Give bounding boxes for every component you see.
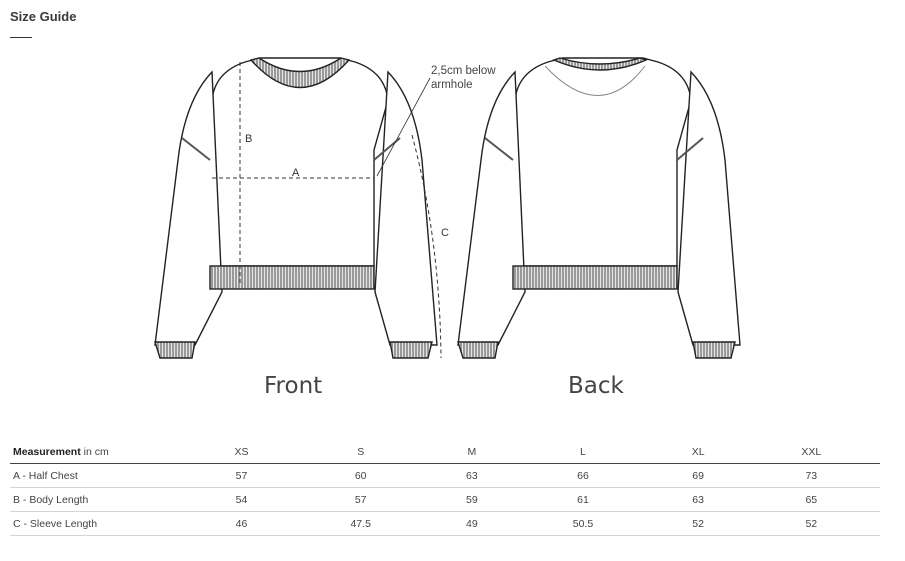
- table-row: C - Sleeve Length 46 47.5 49 50.5 52 52: [10, 511, 880, 536]
- cell: 57: [193, 463, 290, 488]
- sweatshirt-illustration: B A C: [154, 57, 741, 359]
- cell: 73: [742, 463, 880, 488]
- cell: 69: [653, 463, 743, 488]
- row-label: B - Body Length: [10, 487, 193, 512]
- cell: 61: [512, 487, 654, 512]
- svg-text:B: B: [245, 133, 252, 145]
- armhole-annotation: 2,5cm below armhole: [431, 65, 496, 91]
- svg-text:C: C: [441, 227, 449, 239]
- cell: 59: [431, 487, 513, 512]
- size-header: S: [289, 441, 432, 464]
- size-header: XS: [193, 441, 290, 464]
- row-label: A - Half Chest: [10, 463, 193, 488]
- title-underline: [10, 37, 32, 38]
- cell: 60: [289, 463, 432, 488]
- cell: 63: [653, 487, 743, 512]
- front-sweatshirt-icon: [154, 57, 438, 359]
- measurement-header: Measurement in cm: [10, 441, 193, 464]
- back-label: Back: [568, 373, 624, 399]
- size-header: L: [512, 441, 654, 464]
- size-header: XXL: [742, 441, 880, 464]
- cell: 46: [193, 511, 290, 536]
- cell: 50.5: [512, 511, 654, 536]
- back-sweatshirt-icon: [457, 57, 741, 359]
- cell: 47.5: [289, 511, 432, 536]
- table-row: B - Body Length 54 57 59 61 63 65: [10, 487, 880, 512]
- size-header: M: [431, 441, 513, 464]
- row-label: C - Sleeve Length: [10, 511, 193, 536]
- table-header-row: Measurement in cm XS S M L XL XXL: [10, 441, 880, 464]
- cell: 57: [289, 487, 432, 512]
- cell: 52: [742, 511, 880, 536]
- size-header: XL: [653, 441, 743, 464]
- cell: 66: [512, 463, 654, 488]
- size-table: Measurement in cm XS S M L XL XXL A - Ha…: [10, 441, 880, 536]
- cell: 49: [431, 511, 513, 536]
- page-title: Size Guide: [10, 9, 77, 24]
- cell: 63: [431, 463, 513, 488]
- cell: 65: [742, 487, 880, 512]
- cell: 54: [193, 487, 290, 512]
- front-label: Front: [264, 373, 323, 399]
- svg-text:A: A: [292, 167, 300, 179]
- table-row: A - Half Chest 57 60 63 66 69 73: [10, 463, 880, 488]
- cell: 52: [653, 511, 743, 536]
